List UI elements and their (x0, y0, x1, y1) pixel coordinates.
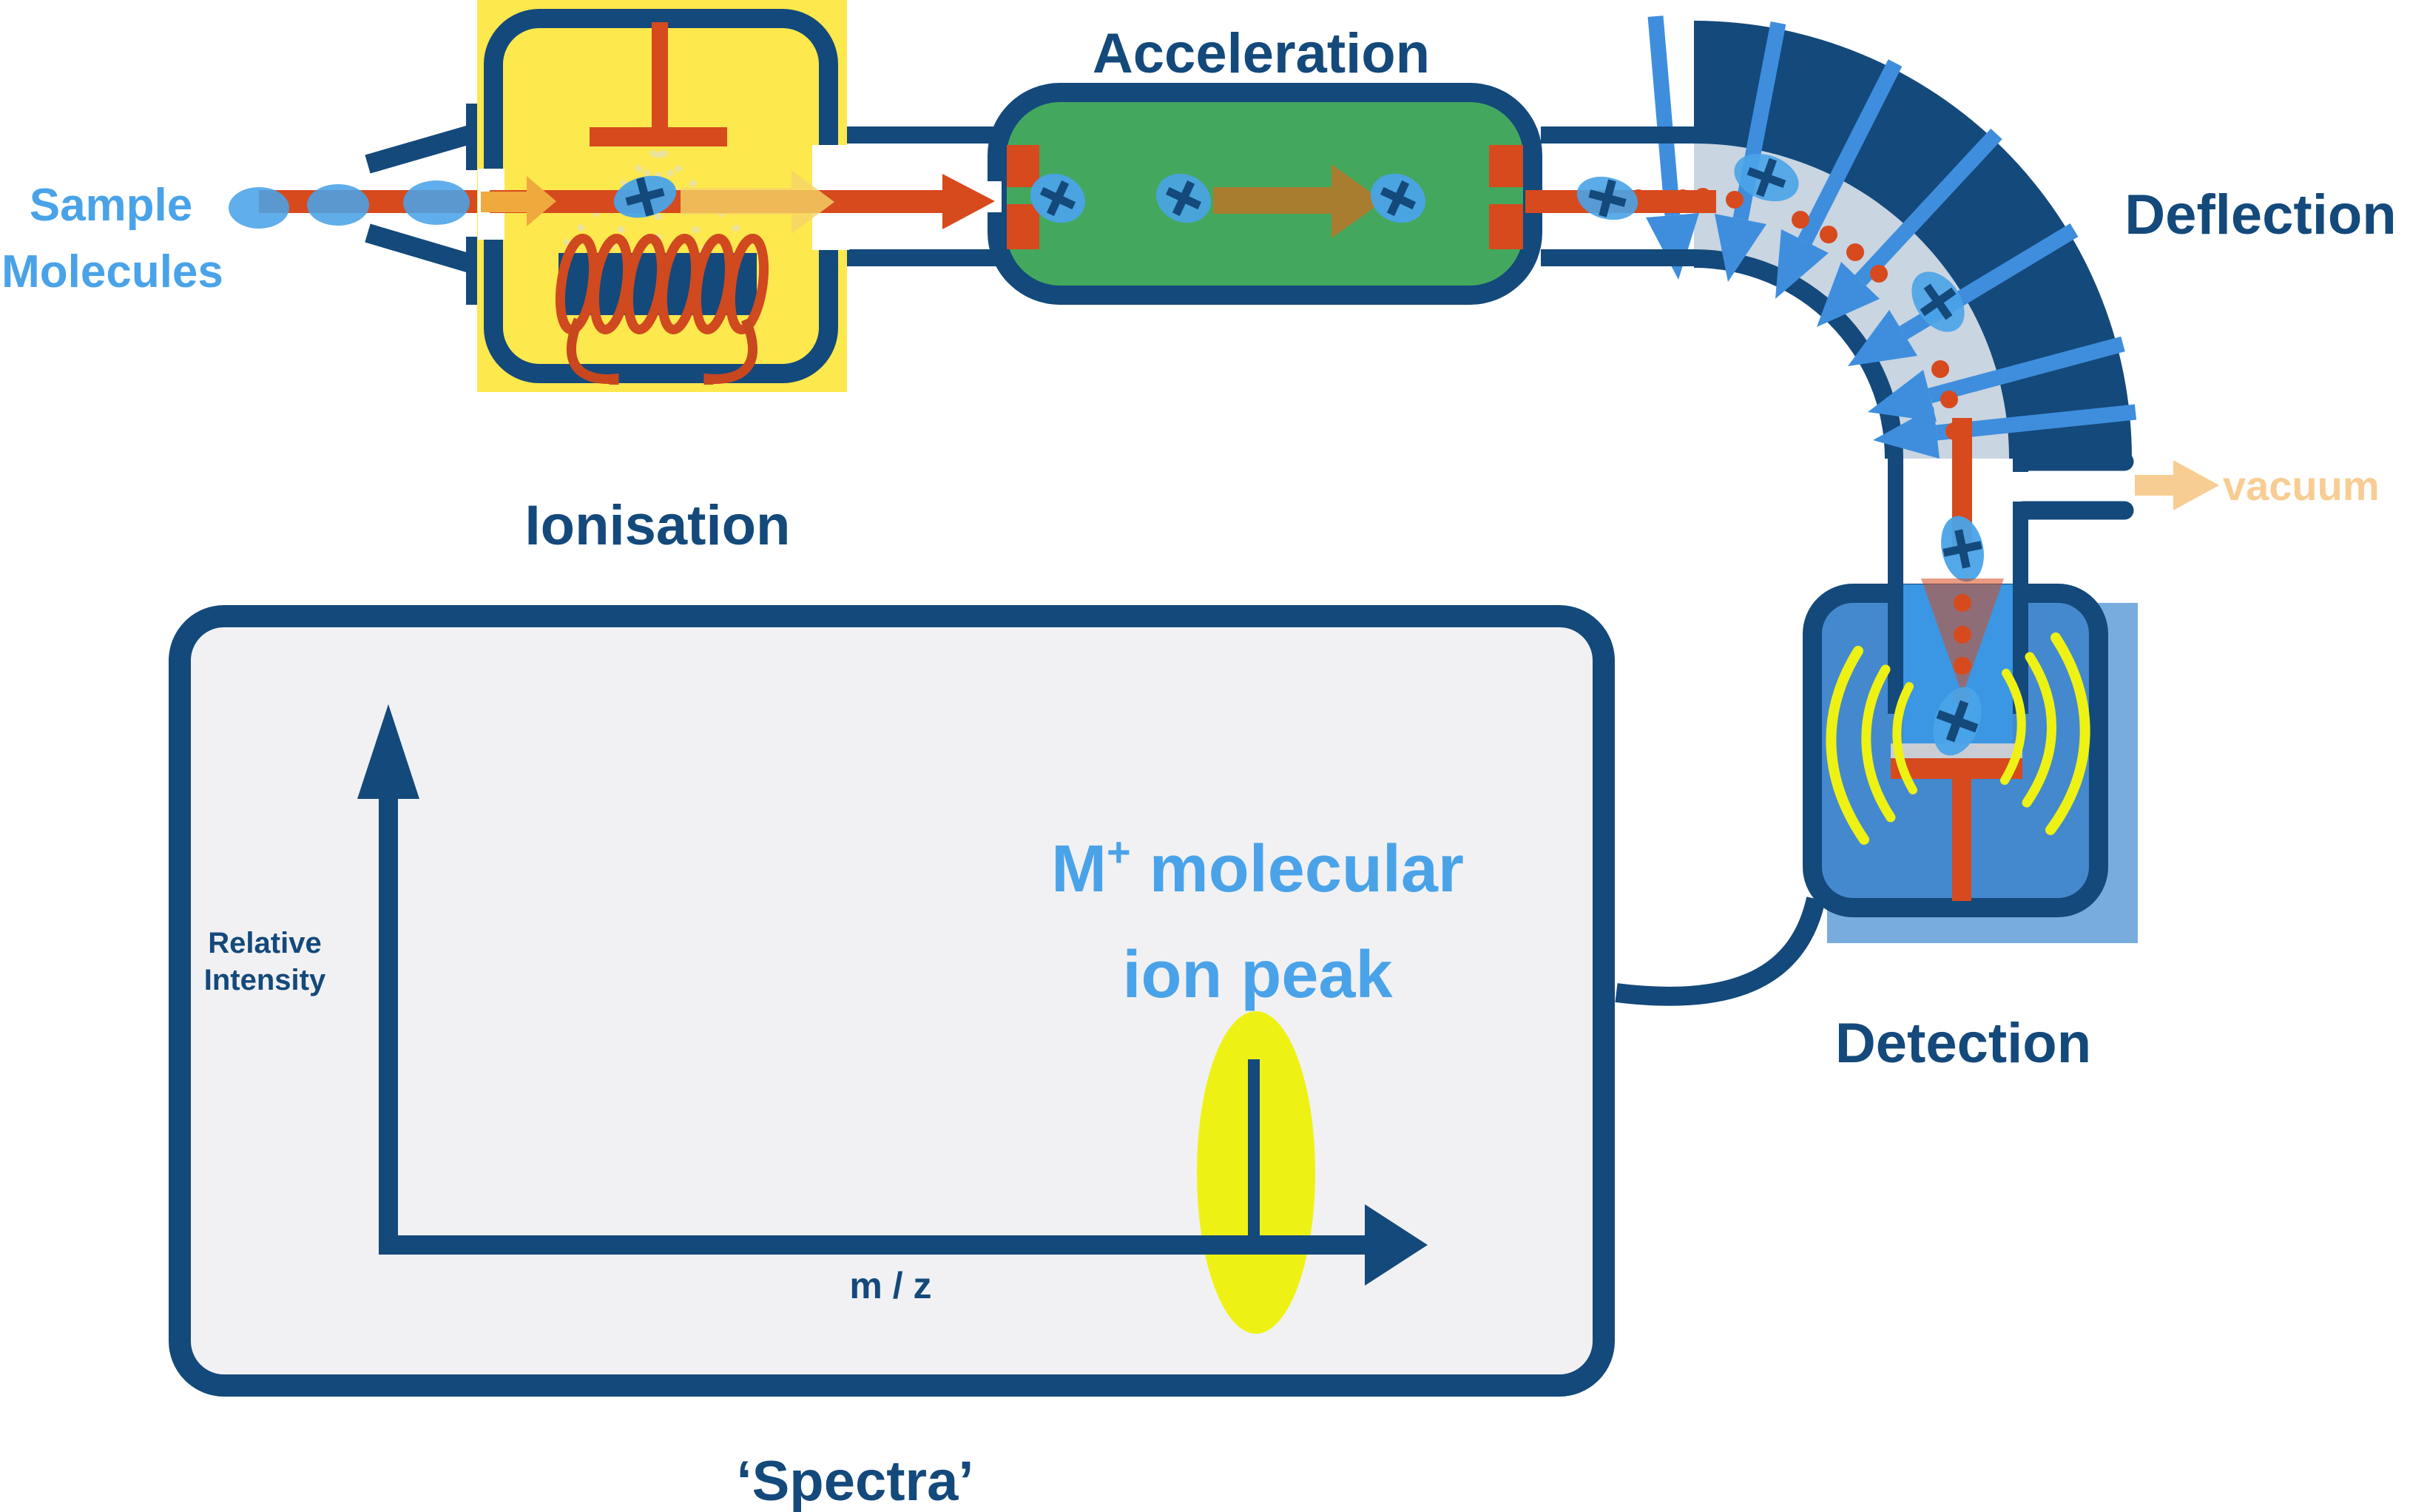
acceleration-label: Acceleration (1093, 22, 1430, 85)
exit-tube-wall-right (2013, 502, 2028, 714)
ion-ionisation (613, 175, 677, 218)
ion-plus-icon (1920, 283, 1957, 320)
sample-label-line1: Sample (30, 180, 193, 231)
peak-annotation-line2: ion peak (1122, 938, 1393, 1012)
signal-arcs (1826, 632, 2090, 845)
inlet-funnel (365, 124, 478, 274)
ion-deflection-1 (1734, 153, 1799, 202)
acceleration-electrodes (1007, 145, 1523, 249)
spectra-axes (357, 704, 1428, 1286)
ion-exit (1941, 516, 1984, 582)
vacuum-outlet (2014, 452, 2219, 520)
y-axis-label-line1: Relative (208, 927, 321, 959)
ion-plus-icon (1746, 158, 1786, 198)
sample-inlet (229, 104, 490, 305)
ion-drift (1576, 176, 1638, 220)
vacuum-label: vacuum (2223, 462, 2380, 509)
ion-acceleration-2 (1156, 173, 1211, 223)
ion-plus-icon (1936, 700, 1979, 743)
flight-tube-walls (820, 126, 1694, 266)
ionisation-label: Ionisation (525, 494, 791, 557)
ion-path-dots (1630, 188, 1963, 440)
y-axis-label-line2: Intensity (204, 964, 326, 996)
ion-acceleration-1 (1030, 173, 1085, 223)
vacuum-arrow-shaft (2135, 475, 2173, 496)
coil-leads (567, 317, 757, 385)
deflection-label: Deflection (2124, 183, 2396, 246)
spectra-title: ‘Spectra’ (736, 1450, 973, 1512)
detection-label: Detection (1835, 1012, 2091, 1075)
ions (613, 153, 1984, 582)
signal-wire (1615, 897, 1826, 1006)
acceleration-arrow-shaft (1213, 187, 1331, 214)
peak-annotation-line1: M+ molecular (1051, 828, 1464, 906)
ion-acceleration-3 (1371, 173, 1425, 223)
ion-plus-icon (1165, 180, 1202, 217)
ion-deflection-2 (1911, 271, 1965, 332)
vacuum-arrow-head (2173, 460, 2219, 510)
ion-plus-icon (1039, 180, 1076, 217)
ion-plus-icon (1942, 529, 1982, 569)
ion-plus-icon (1380, 180, 1417, 217)
sample-label-line2: Molecules (1, 246, 223, 297)
exit-tube-wall-left (1888, 459, 1903, 714)
electrode-stem (652, 22, 668, 129)
detector-lead (1952, 779, 1971, 901)
detection-section (1803, 459, 2138, 943)
x-axis-label: m / z (849, 1265, 931, 1306)
detector-plate (1891, 758, 2022, 779)
acceleration-arrow-head (1331, 164, 1383, 238)
coil-windings (555, 234, 769, 334)
electrode-plate (590, 127, 727, 146)
spectra-panel: M+ molecular ion peak Relative Intensity… (169, 605, 1615, 1397)
sample-molecule-icons (229, 180, 470, 229)
ion-detected (1933, 686, 1982, 756)
ion-plus-icon (625, 177, 665, 217)
ion-plus-icon (1588, 179, 1627, 217)
